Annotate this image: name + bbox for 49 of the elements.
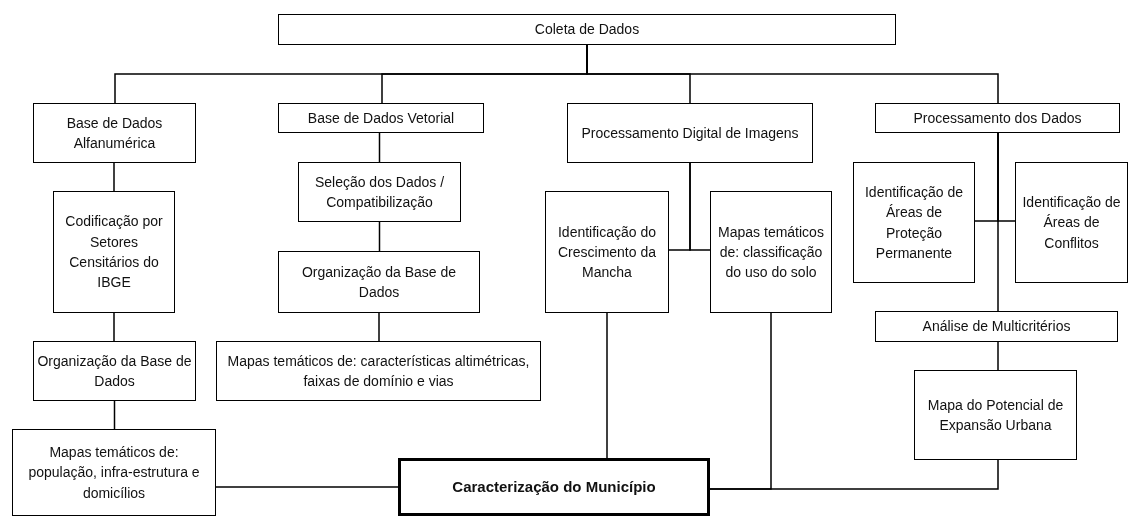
connector-line xyxy=(378,132,381,163)
process-box xyxy=(33,103,196,163)
process-box xyxy=(12,429,216,516)
box-label: Caracterização do Município xyxy=(452,477,656,498)
box-label: Seleção dos Dados / Compatibilização xyxy=(313,172,446,212)
box-label: Codificação por Setores Censitários do IBGE xyxy=(64,212,164,293)
process-box xyxy=(875,103,1120,133)
box-label: Mapas temáticos de: classificação do uso do solo xyxy=(717,222,825,283)
process-box xyxy=(914,370,1077,460)
box-label: Identificação do Crescimento da Mancha xyxy=(556,222,658,283)
box-label: Base de Dados Vetorial xyxy=(307,108,455,128)
box-label: Identificação de Áreas de Conflitos xyxy=(1021,193,1122,253)
box-label: Mapa do Potencial de Expansão Urbana xyxy=(926,395,1065,435)
connector-line xyxy=(215,486,399,488)
process-box xyxy=(875,311,1118,342)
process-box xyxy=(545,191,669,313)
connector-line xyxy=(709,459,999,490)
connector-line xyxy=(997,341,999,371)
connector-line xyxy=(689,162,711,251)
connector-line xyxy=(378,312,380,342)
process-box xyxy=(278,14,896,45)
box-label: Organização da Base de Dados xyxy=(37,351,192,391)
connector-line xyxy=(997,132,999,312)
box-label: Coleta de Dados xyxy=(534,20,640,40)
connector-line xyxy=(606,312,608,459)
connector-line xyxy=(586,44,999,104)
process-box xyxy=(567,103,813,163)
box-label: Organização da Base de Dados xyxy=(300,262,458,302)
process-box xyxy=(710,191,832,313)
process-box xyxy=(853,162,975,283)
process-box xyxy=(278,103,484,133)
box-label: Análise de Multicritérios xyxy=(922,317,1071,337)
process-box xyxy=(53,191,175,313)
process-box xyxy=(278,251,480,313)
box-label: Processamento Digital de Imagens xyxy=(581,123,799,143)
process-box xyxy=(298,162,461,222)
box-label: Mapas temáticos de: população, infra-estrutura e domicílios xyxy=(27,443,201,503)
box-label: Mapas temáticos de: características altimétricas, faixas de domínio e vias xyxy=(226,351,531,391)
connector-line xyxy=(113,162,115,192)
box-label: Identificação de Áreas de Proteção Permanente xyxy=(863,182,965,263)
connector-line xyxy=(113,312,115,342)
box-label: Base de Dados Alfanumérica xyxy=(65,113,164,153)
process-box xyxy=(33,341,196,401)
process-box xyxy=(398,458,710,516)
process-box xyxy=(216,341,541,401)
box-label: Processamento dos Dados xyxy=(913,108,1082,128)
connector-line xyxy=(378,221,381,252)
connector-line xyxy=(113,400,116,430)
process-box xyxy=(1015,162,1128,283)
